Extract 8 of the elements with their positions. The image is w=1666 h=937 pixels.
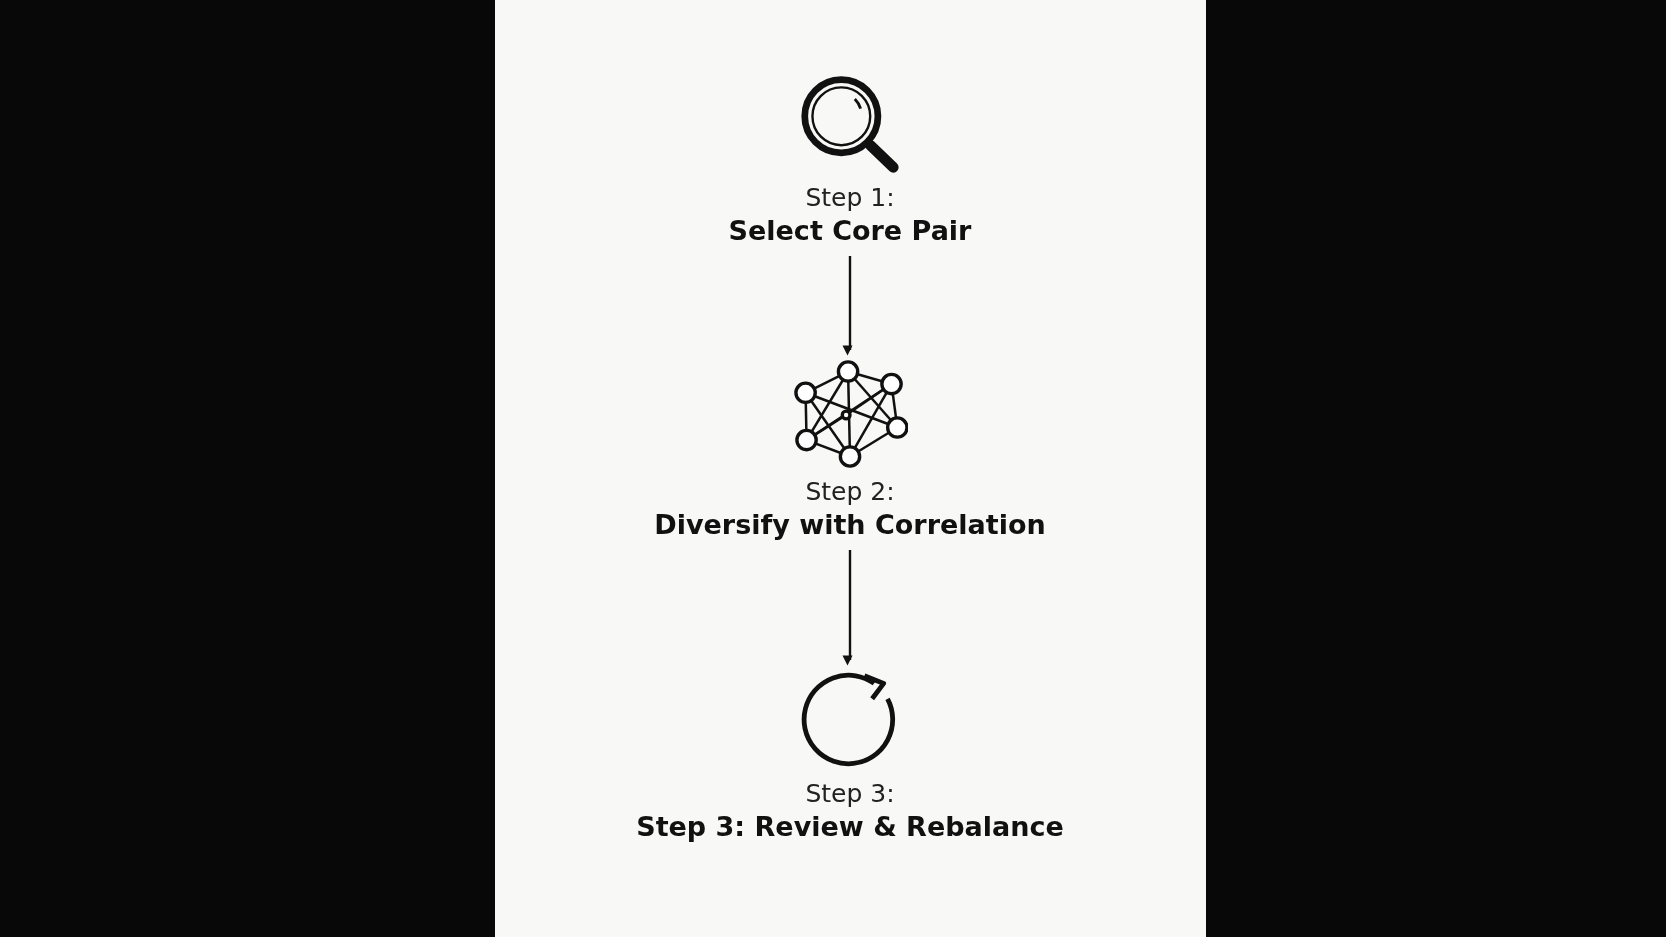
step-label: Step 3:	[805, 778, 895, 810]
arrow	[842, 256, 853, 356]
step-title: Step 3: Review & Rebalance	[636, 810, 1064, 844]
step-title: Select Core Pair	[728, 214, 972, 248]
step-title: Diversify with Correlation	[654, 508, 1046, 542]
step-label: Step 2:	[805, 476, 895, 508]
step-label: Step 1:	[805, 182, 895, 214]
arrow	[842, 550, 853, 666]
